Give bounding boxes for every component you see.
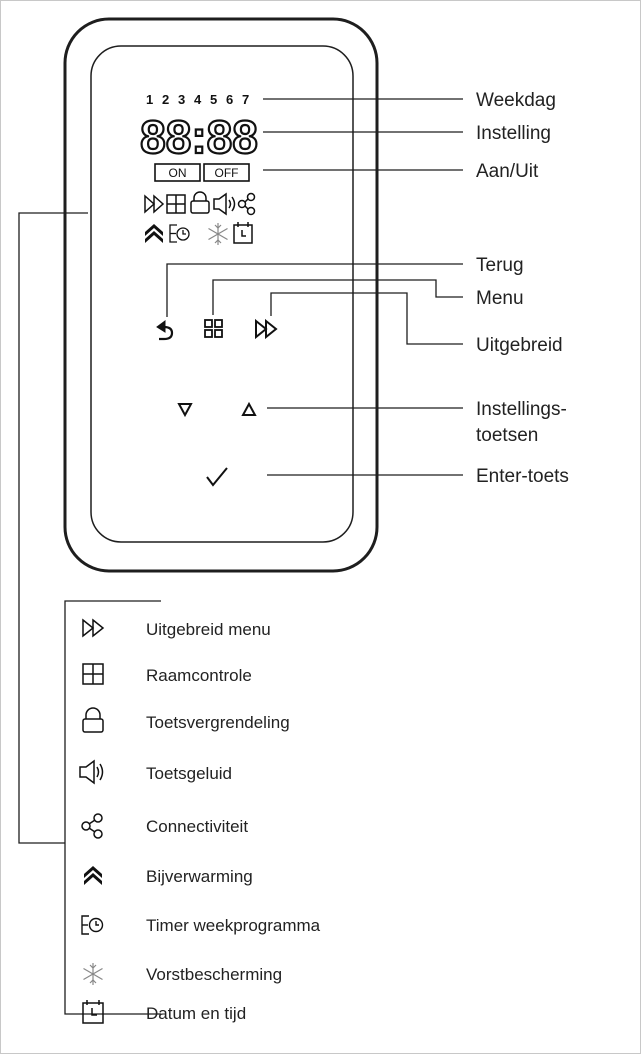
week-timer-icon — [81, 915, 104, 935]
enter-button[interactable] — [206, 467, 228, 487]
snowflake-icon — [208, 223, 228, 245]
callout-enter: Enter-toets — [476, 466, 569, 487]
extended-button[interactable] — [255, 318, 278, 340]
calendar-clock-icon — [233, 222, 253, 244]
status-icons-row-1 — [144, 191, 256, 216]
speaker-icon — [79, 759, 104, 785]
boost-icon — [145, 224, 163, 243]
boost-icon — [84, 866, 102, 885]
weekday-digit: 5 — [210, 92, 217, 107]
fast-forward-icon — [82, 618, 105, 638]
weekday-digit: 6 — [226, 92, 233, 107]
callout-setting-keys-line2: toetsen — [476, 425, 538, 446]
weekday-digit: 4 — [194, 92, 202, 107]
back-button[interactable] — [156, 320, 174, 341]
callout-setting: Instelling — [476, 123, 551, 144]
callout-back: Terug — [476, 255, 524, 276]
weekday-digit: 3 — [178, 92, 185, 107]
legend-label: Toetsvergrendeling — [146, 713, 290, 732]
up-button[interactable] — [241, 401, 257, 416]
calendar-clock-icon — [82, 1000, 104, 1024]
checkmark-icon — [206, 467, 228, 487]
grid-menu-icon — [204, 319, 223, 338]
legend-label: Bijverwarming — [146, 867, 253, 886]
week-timer-icon — [169, 224, 190, 243]
legend-label: Vorstbescherming — [146, 965, 282, 984]
status-icons-row-2 — [145, 222, 253, 245]
weekday-indicator: 1 2 3 4 5 6 7 — [146, 92, 249, 107]
legend-label: Datum en tijd — [146, 1004, 246, 1023]
legend-label: Raamcontrole — [146, 666, 252, 685]
off-indicator-label: OFF — [215, 166, 239, 180]
callout-lines — [18, 98, 463, 1015]
on-indicator-label: ON — [169, 166, 187, 180]
legend-label: Uitgebreid menu — [146, 620, 271, 639]
speaker-icon — [213, 192, 236, 216]
window-control-icon — [82, 663, 104, 685]
callout-menu: Menu — [476, 288, 524, 309]
triangle-up-icon — [241, 401, 257, 416]
weekday-digit: 1 — [146, 92, 153, 107]
legend-icons — [79, 618, 105, 1024]
share-icon — [237, 192, 256, 216]
legend-label: Timer weekprogramma — [146, 916, 321, 935]
triangle-down-icon — [177, 403, 193, 418]
callout-onoff: Aan/Uit — [476, 161, 539, 182]
weekday-digit: 7 — [242, 92, 249, 107]
callout-weekday: Weekdag — [476, 90, 556, 111]
lock-icon — [190, 191, 210, 214]
menu-button[interactable] — [204, 319, 223, 338]
legend-label: Connectiviteit — [146, 817, 248, 836]
weekday-digit: 2 — [162, 92, 169, 107]
lock-icon — [82, 707, 104, 733]
legend-label: Toetsgeluid — [146, 764, 232, 783]
window-control-icon — [166, 194, 186, 214]
snowflake-icon — [83, 963, 103, 985]
down-button[interactable] — [177, 403, 193, 418]
time-display: 88:88 — [140, 111, 258, 163]
on-indicator-box — [154, 163, 201, 182]
callout-extended: Uitgebreid — [476, 335, 563, 356]
fast-forward-icon — [144, 194, 165, 214]
fast-forward-icon — [255, 318, 278, 340]
share-icon — [81, 813, 103, 839]
callout-setting-keys-line1: Instellings- — [476, 399, 567, 420]
back-arrow-icon — [159, 325, 174, 341]
off-indicator-box — [203, 163, 250, 182]
